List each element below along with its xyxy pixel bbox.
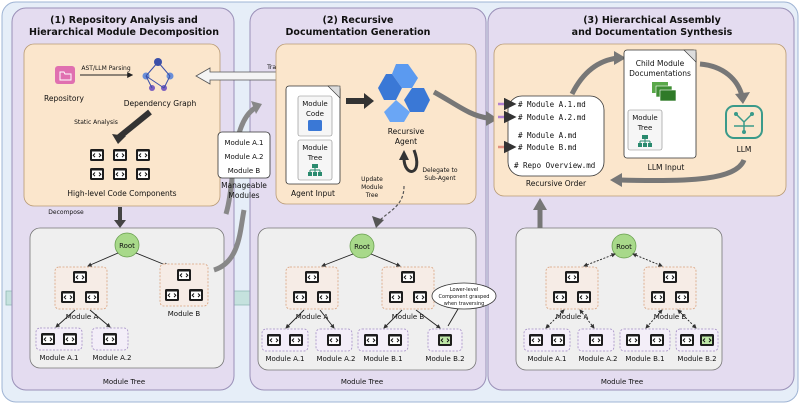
recursive-agent-line1: Recursive [388, 127, 425, 136]
tree-2-caption: Module Tree [341, 378, 383, 386]
tree-3-root [611, 233, 637, 259]
tree-3-module-a1-label: Module A.1 [527, 355, 566, 363]
tree-3-module-a2-label: Module A.2 [578, 355, 617, 363]
panel-1-analysis-box [23, 43, 221, 207]
stacked-docs-icon [652, 82, 677, 102]
llm-icon [725, 105, 763, 139]
lower-level-line3: when traversing [444, 301, 485, 307]
tree-2-root [349, 233, 375, 259]
tree-2-module-b-label: Module B [392, 313, 425, 321]
manageable-label-line1: Manageable [221, 181, 267, 190]
panel-3-title-line1: (3) Hierarchical Assembly [583, 15, 721, 26]
tree-1-root-label: Root [119, 242, 135, 250]
ast-parsing-label: AST/LLM Parsing [81, 65, 130, 72]
tree-1-module-b-label: Module B [168, 310, 201, 318]
manageable-modules-box [217, 131, 271, 179]
tree-2-module-a2-label: Module A.2 [316, 355, 355, 363]
recursive-order-label: Recursive Order [526, 179, 587, 188]
panel-1-title-line1: (1) Repository Analysis and [50, 15, 198, 26]
md-file: # Module A.md [518, 131, 577, 140]
self-loop-arrow [402, 149, 419, 173]
lower-level-note [431, 282, 497, 310]
llm-input-label: LLM Input [648, 163, 685, 172]
agent-to-assembly-arrow [432, 89, 489, 121]
delegate-line2: Sub-Agent [424, 175, 456, 182]
input-to-agent-arrow [346, 93, 374, 109]
tree-3-root-label: Root [616, 243, 632, 251]
p3-module-tree-line2: Tree [637, 124, 653, 132]
panel-2-title-line1: (2) Recursive [323, 15, 394, 26]
p3-module-tree-line1: Module [632, 114, 657, 122]
panel-3-title-line2: and Documentation Synthesis [572, 27, 733, 38]
tree-2-module-a1-label: Module A.1 [265, 355, 304, 363]
panel-2-title-line2: Documentation Generation [286, 27, 431, 38]
llm-to-order-arrow [619, 158, 747, 184]
tree-to-modules-arrow [213, 209, 247, 273]
input-to-llm-arrow [699, 61, 745, 97]
update-line2: Module [361, 184, 383, 191]
tree-1-root [114, 232, 140, 258]
md-file: # Module B.md [518, 143, 577, 152]
md-file: # Module A.2.md [518, 113, 586, 122]
tree-2-root-label: Root [354, 243, 370, 251]
dependency-graph-label: Dependency Graph [124, 99, 197, 108]
update-line3: Tree [365, 192, 379, 199]
repository-label: Repository [44, 94, 84, 103]
components-label: High-level Code Components [67, 189, 176, 198]
child-docs-line2: Documentations [629, 69, 691, 78]
lower-level-line2: Component grasped [439, 294, 490, 300]
static-analysis-label: Static Analysis [74, 119, 118, 126]
order-to-input-arrow [569, 55, 619, 96]
md-file: # Module A.1.md [518, 100, 586, 109]
tree-2-module-b2-label: Module B.2 [425, 355, 464, 363]
tree-3-module-b-label: Module B [654, 313, 687, 321]
repository-icon [55, 66, 75, 84]
module-tree-line1: Module [302, 144, 327, 152]
child-docs-line1: Child Module [636, 59, 685, 68]
tree-3-module-a-label: Module A [556, 313, 589, 321]
tree-1-module-a-label: Module A [66, 313, 99, 321]
decompose-label: Decompose [48, 209, 84, 216]
tree-1-module-a2-label: Module A.2 [92, 354, 131, 362]
manageable-module-item: Module B [228, 167, 261, 175]
md-file: # Repo Overview.md [514, 161, 595, 170]
module-code-line1: Module [302, 100, 327, 108]
tree-1-caption: Module Tree [103, 378, 145, 386]
tree-1-edge-b [135, 252, 169, 267]
tree-3-module-b1-label: Module B.1 [625, 355, 664, 363]
tree-2-module-b1-label: Module B.1 [363, 355, 402, 363]
tree-3-caption: Module Tree [601, 378, 643, 386]
module-code-line2: Code [306, 110, 324, 118]
analysis-arrow [116, 109, 152, 141]
update-line1: Update [361, 176, 383, 183]
tree-2-module-a-label: Module A [296, 313, 329, 321]
tree-1-module-a1-label: Module A.1 [39, 354, 78, 362]
manageable-module-item: Module A.1 [224, 139, 263, 147]
md-file-list: # Module A.1.md # Module A.2.md # Module… [498, 97, 595, 170]
panel-1-title-line2: Hierarchical Module Decomposition [29, 27, 219, 38]
code-file-icon [308, 120, 322, 131]
llm-label: LLM [737, 145, 752, 154]
module-tree-line2: Tree [307, 154, 323, 162]
dependency-graph-icon [142, 58, 174, 91]
lower-level-line1: Lower-level [450, 287, 478, 293]
tree-3-module-b2-label: Module B.2 [677, 355, 716, 363]
agent-input-label: Agent Input [291, 189, 335, 198]
delegate-line1: Delegate to [422, 167, 457, 174]
tree-1-edge-a [87, 252, 119, 267]
manageable-module-item: Module A.2 [224, 153, 263, 161]
recursive-order-box [507, 95, 605, 177]
recursive-agent-icon [378, 64, 430, 122]
recursive-agent-line2: Agent [395, 137, 417, 146]
manageable-label-line2: Modules [228, 191, 259, 200]
